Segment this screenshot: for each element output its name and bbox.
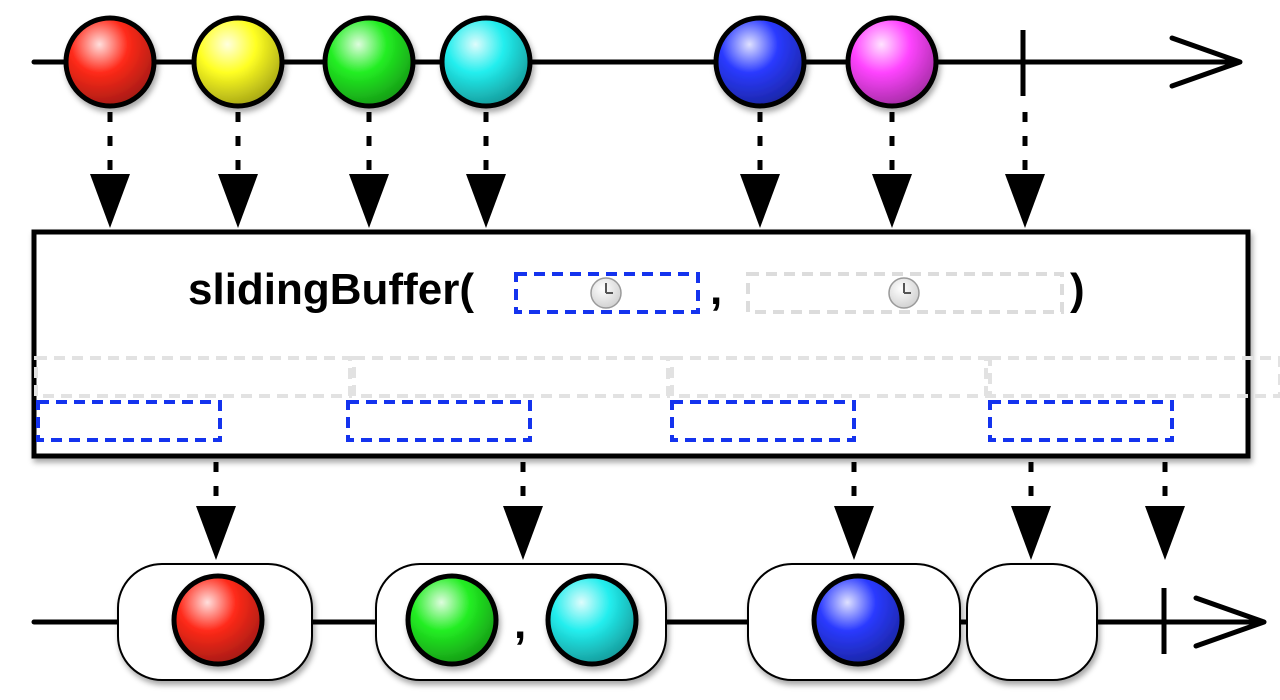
operator-box-frame [31, 229, 1251, 459]
buffer-separator: , [514, 599, 526, 648]
result-timeline-arrowhead [1193, 595, 1267, 649]
arrowhead [872, 174, 912, 228]
input-arrows [90, 112, 1045, 228]
arrowhead [218, 174, 258, 228]
arrowhead [834, 506, 874, 560]
clock-icon [590, 277, 622, 309]
arrowhead [196, 506, 236, 560]
output-arrows [196, 462, 1185, 560]
marble [845, 15, 939, 109]
arrowhead [1005, 174, 1045, 228]
marble [545, 573, 639, 667]
arrowhead [466, 174, 506, 228]
source-timeline-arrowhead [1169, 35, 1243, 89]
timespan-window [670, 400, 856, 442]
timeshift-window [670, 356, 988, 398]
marble [405, 573, 499, 667]
result-timeline: , [31, 563, 1267, 681]
timeshift-param-box [746, 272, 1064, 314]
operator-close-paren: ) [1070, 265, 1085, 314]
arrowhead [90, 174, 130, 228]
timeshift-window [352, 356, 670, 398]
timespan-windows [36, 400, 1174, 442]
marble [171, 573, 265, 667]
operator-box: slidingBuffer( , ) [31, 229, 1280, 459]
timespan-window [36, 400, 222, 442]
arrowhead [740, 174, 780, 228]
result-buffer [117, 563, 313, 681]
marble [63, 15, 157, 109]
marble [322, 15, 416, 109]
operator-name: slidingBuffer( [188, 265, 474, 314]
marble [191, 15, 285, 109]
timespan-window [346, 400, 532, 442]
arrowhead [1011, 506, 1051, 560]
timeshift-window [34, 356, 352, 398]
operator-separator: , [710, 265, 722, 314]
marble [713, 15, 807, 109]
marble [439, 15, 533, 109]
buffer-box [966, 563, 1098, 681]
result-buffer [966, 563, 1098, 681]
source-timeline [31, 15, 1243, 109]
arrowhead [1145, 506, 1185, 560]
result-buffer [747, 563, 961, 681]
arrowhead [349, 174, 389, 228]
timeshift-window [988, 356, 1280, 398]
timespan-param-box [514, 272, 700, 314]
timeshift-windows [34, 356, 1280, 398]
timespan-window [988, 400, 1174, 442]
clock-icon [888, 277, 920, 309]
marble [811, 573, 905, 667]
result-buffer: , [375, 563, 667, 681]
arrowhead [503, 506, 543, 560]
